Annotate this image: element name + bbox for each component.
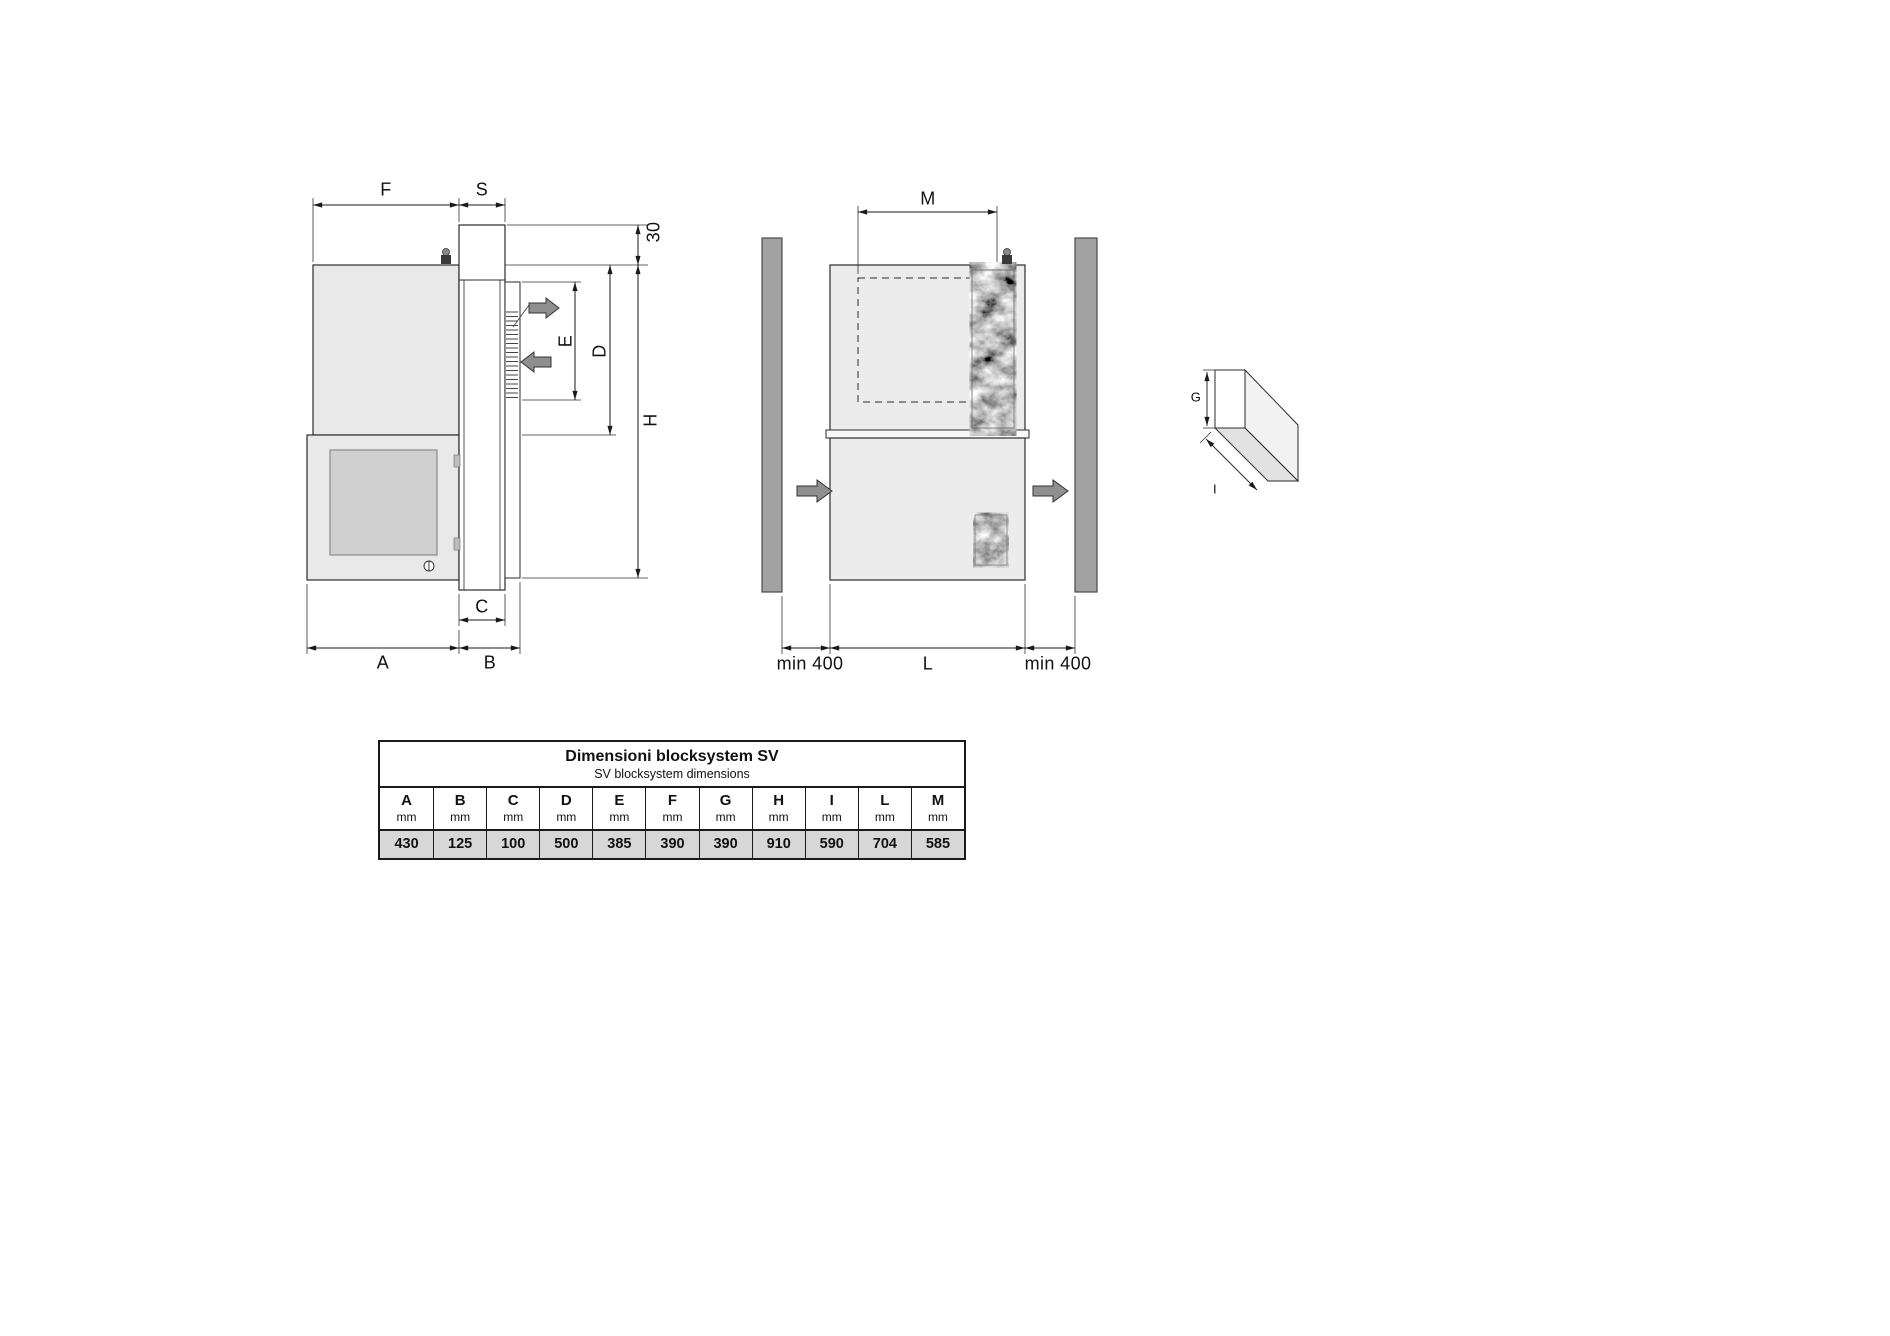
- column-letter: C: [507, 792, 519, 809]
- evaporator-dashed-outline: [857, 277, 971, 403]
- value-cell: 430: [380, 831, 434, 858]
- side-view: [306, 224, 530, 591]
- value-cell: 390: [698, 831, 752, 858]
- condenser-casing: [504, 281, 521, 579]
- unit-lower-panel: [329, 449, 438, 556]
- value-cell: 500: [539, 831, 593, 858]
- column-letter: I: [829, 792, 834, 809]
- table-subtitle: SV blocksystem dimensions: [594, 767, 750, 781]
- mount-bolt-icon: [442, 248, 450, 256]
- column-letter: E: [614, 792, 625, 809]
- condenser-grille: [506, 311, 518, 398]
- dim-label-30: 30: [643, 221, 664, 243]
- dim-label-c: C: [475, 596, 489, 617]
- dim-label-min-left: min 400: [776, 653, 844, 674]
- column-unit: mm: [715, 810, 736, 824]
- airflow-out-arrow-icon: [528, 296, 560, 320]
- condenser-photo-texture: [971, 269, 1015, 429]
- column-letter: F: [667, 792, 678, 809]
- value-cell: 590: [804, 831, 858, 858]
- dim-label-a: A: [376, 652, 390, 673]
- column-unit: mm: [662, 810, 683, 824]
- column-unit: mm: [927, 810, 948, 824]
- dim-label-f: F: [380, 179, 392, 200]
- dim-label-s: S: [475, 179, 489, 200]
- value-cell: 704: [857, 831, 911, 858]
- value-cell: 910: [751, 831, 805, 858]
- wall-panel: [458, 224, 506, 591]
- front-view-dimensions: [781, 206, 1076, 654]
- column-letter: M: [931, 792, 945, 809]
- airflow-left-arrow-icon: [796, 479, 833, 503]
- column-unit: mm: [768, 810, 789, 824]
- column-letter: A: [401, 792, 412, 809]
- column-unit: mm: [556, 810, 577, 824]
- side-view-dimensions: [306, 198, 648, 654]
- dim-label-h: H: [640, 413, 661, 427]
- unit-divider-band: [825, 429, 1030, 439]
- dimensions-table: Dimensioni blocksystem SV SV blocksystem…: [378, 740, 966, 860]
- dim-label-i: I: [1212, 481, 1218, 497]
- side-view-airflow: [520, 296, 560, 374]
- column-letter: H: [773, 792, 785, 809]
- cold-room-right-wall: [1074, 237, 1098, 593]
- dim-label-min-right: min 400: [1024, 653, 1092, 674]
- mount-bracket: [441, 255, 451, 264]
- value-cell: 125: [433, 831, 487, 858]
- iso-view: [1199, 368, 1300, 491]
- airflow-in-arrow-icon: [520, 350, 552, 374]
- dim-label-g: G: [1190, 389, 1202, 405]
- dim-label-e: E: [555, 334, 576, 348]
- table-value-row: 430 125 100 500 385 390 390 910 590 704 …: [380, 831, 964, 858]
- value-cell: 100: [486, 831, 540, 858]
- column-letter: L: [880, 792, 890, 809]
- column-unit: mm: [396, 810, 417, 824]
- column-unit: mm: [450, 810, 471, 824]
- dim-label-b: B: [483, 652, 497, 673]
- column-unit: mm: [874, 810, 895, 824]
- mount-bracket: [1002, 255, 1012, 264]
- column-letter: D: [560, 792, 572, 809]
- iso-panel-front-face: [1214, 369, 1246, 429]
- table-title: Dimensioni blocksystem SV: [565, 748, 779, 765]
- column-letter: B: [454, 792, 466, 809]
- column-unit: mm: [821, 810, 842, 824]
- cold-room-left-wall: [761, 237, 783, 593]
- compressor-photo-texture: [974, 514, 1008, 566]
- column-unit: mm: [609, 810, 630, 824]
- value-cell: 390: [645, 831, 699, 858]
- value-cell: 585: [910, 831, 964, 858]
- front-view: [761, 237, 1098, 593]
- dim-label-l: L: [922, 653, 934, 674]
- value-cell: 385: [592, 831, 646, 858]
- column-unit: mm: [503, 810, 524, 824]
- evaporator-body: [312, 264, 460, 436]
- airflow-right-arrow-icon: [1032, 479, 1069, 503]
- dim-label-m: M: [920, 188, 936, 209]
- table-header: Dimensioni blocksystem SV SV blocksystem…: [380, 742, 964, 788]
- mount-bolt-icon: [1003, 248, 1011, 256]
- column-letter: G: [719, 792, 732, 809]
- dim-label-d: D: [589, 344, 610, 358]
- dim-line-i: [1205, 438, 1258, 491]
